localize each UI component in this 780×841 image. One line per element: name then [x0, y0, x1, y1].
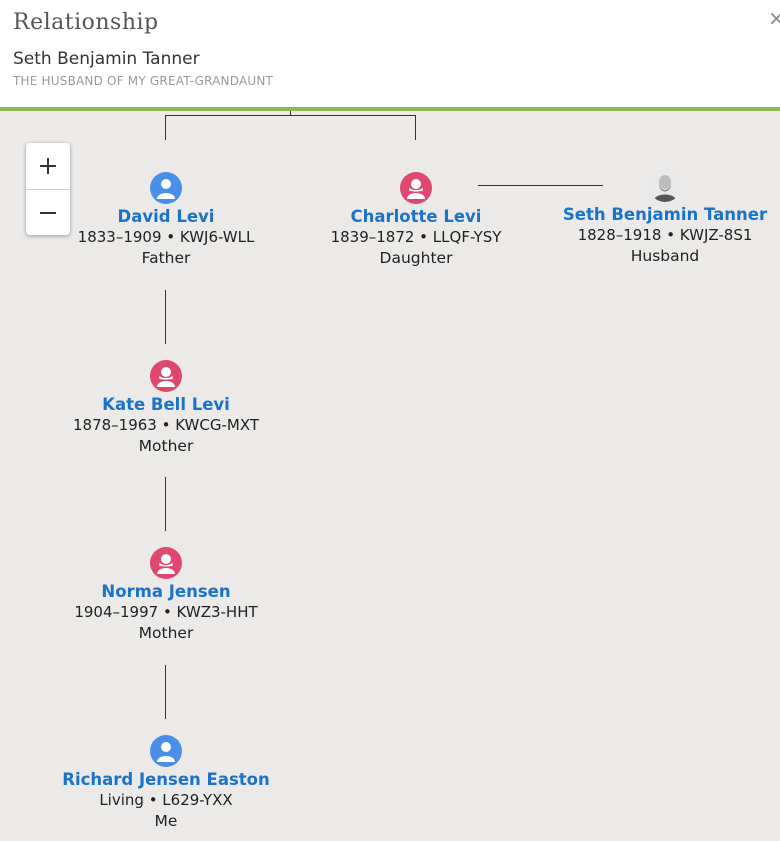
- zoom-in-button[interactable]: [26, 143, 70, 189]
- connector-line: [165, 477, 166, 531]
- zoom-control: [26, 143, 70, 235]
- person-card-richard-jensen-easton[interactable]: Richard Jensen Easton Living • L629-YXX …: [46, 735, 286, 830]
- person-role: Mother: [138, 437, 194, 455]
- connector-line: [165, 290, 166, 344]
- person-lifespan-id: Living • L629-YXX: [99, 791, 233, 809]
- person-role: Daughter: [379, 249, 453, 267]
- person-role: Me: [154, 812, 178, 830]
- person-lifespan-id: 1839–1872 • LLQF-YSY: [330, 228, 502, 246]
- person-lifespan-id: 1904–1997 • KWZ3-HHT: [74, 603, 258, 621]
- person-card-seth-benjamin-tanner[interactable]: Seth Benjamin Tanner 1828–1918 • KWJZ-8S…: [545, 170, 780, 265]
- connector-line: [290, 111, 291, 116]
- person-card-david-levi[interactable]: David Levi 1833–1909 • KWJ6-WLL Father: [46, 172, 286, 267]
- person-role: Mother: [138, 624, 194, 642]
- portrait-photo: [649, 170, 681, 202]
- connector-line: [415, 115, 416, 140]
- person-role: Father: [141, 249, 191, 267]
- person-lifespan-id: 1878–1963 • KWCG-MXT: [73, 416, 259, 434]
- person-lifespan-id: 1828–1918 • KWJZ-8S1: [577, 226, 753, 244]
- female-avatar-icon: [150, 547, 182, 579]
- relationship-description: THE HUSBAND OF MY GREAT-GRANDAUNT: [13, 74, 274, 88]
- person-name-link[interactable]: Richard Jensen Easton: [62, 770, 270, 789]
- person-name-link[interactable]: David Levi: [117, 207, 215, 226]
- person-lifespan-id: 1833–1909 • KWJ6-WLL: [77, 228, 255, 246]
- person-card-kate-bell-levi[interactable]: Kate Bell Levi 1878–1963 • KWCG-MXT Moth…: [46, 360, 286, 455]
- close-icon[interactable]: ×: [768, 6, 780, 30]
- female-avatar-icon: [400, 172, 432, 204]
- dialog-title: Relationship: [13, 10, 159, 35]
- female-avatar-icon: [150, 360, 182, 392]
- minus-icon: [40, 211, 56, 214]
- connector-line: [165, 115, 166, 140]
- person-name-link[interactable]: Kate Bell Levi: [102, 395, 230, 414]
- person-card-norma-jensen[interactable]: Norma Jensen 1904–1997 • KWZ3-HHT Mother: [46, 547, 286, 642]
- male-avatar-icon: [150, 735, 182, 767]
- person-name-link[interactable]: Norma Jensen: [101, 582, 231, 601]
- male-avatar-icon: [150, 172, 182, 204]
- person-name-link[interactable]: Seth Benjamin Tanner: [562, 205, 768, 224]
- target-person-name: Seth Benjamin Tanner: [13, 49, 200, 69]
- person-name-link[interactable]: Charlotte Levi: [350, 207, 482, 226]
- spouse-line: [478, 185, 603, 186]
- connector-line: [165, 665, 166, 719]
- zoom-out-button[interactable]: [26, 189, 70, 235]
- person-role: Husband: [630, 247, 700, 265]
- plus-icon: [40, 158, 56, 174]
- person-card-charlotte-levi[interactable]: Charlotte Levi 1839–1872 • LLQF-YSY Daug…: [296, 172, 536, 267]
- connector-line: [165, 115, 416, 116]
- relationship-header: Relationship Seth Benjamin Tanner THE HU…: [0, 0, 780, 111]
